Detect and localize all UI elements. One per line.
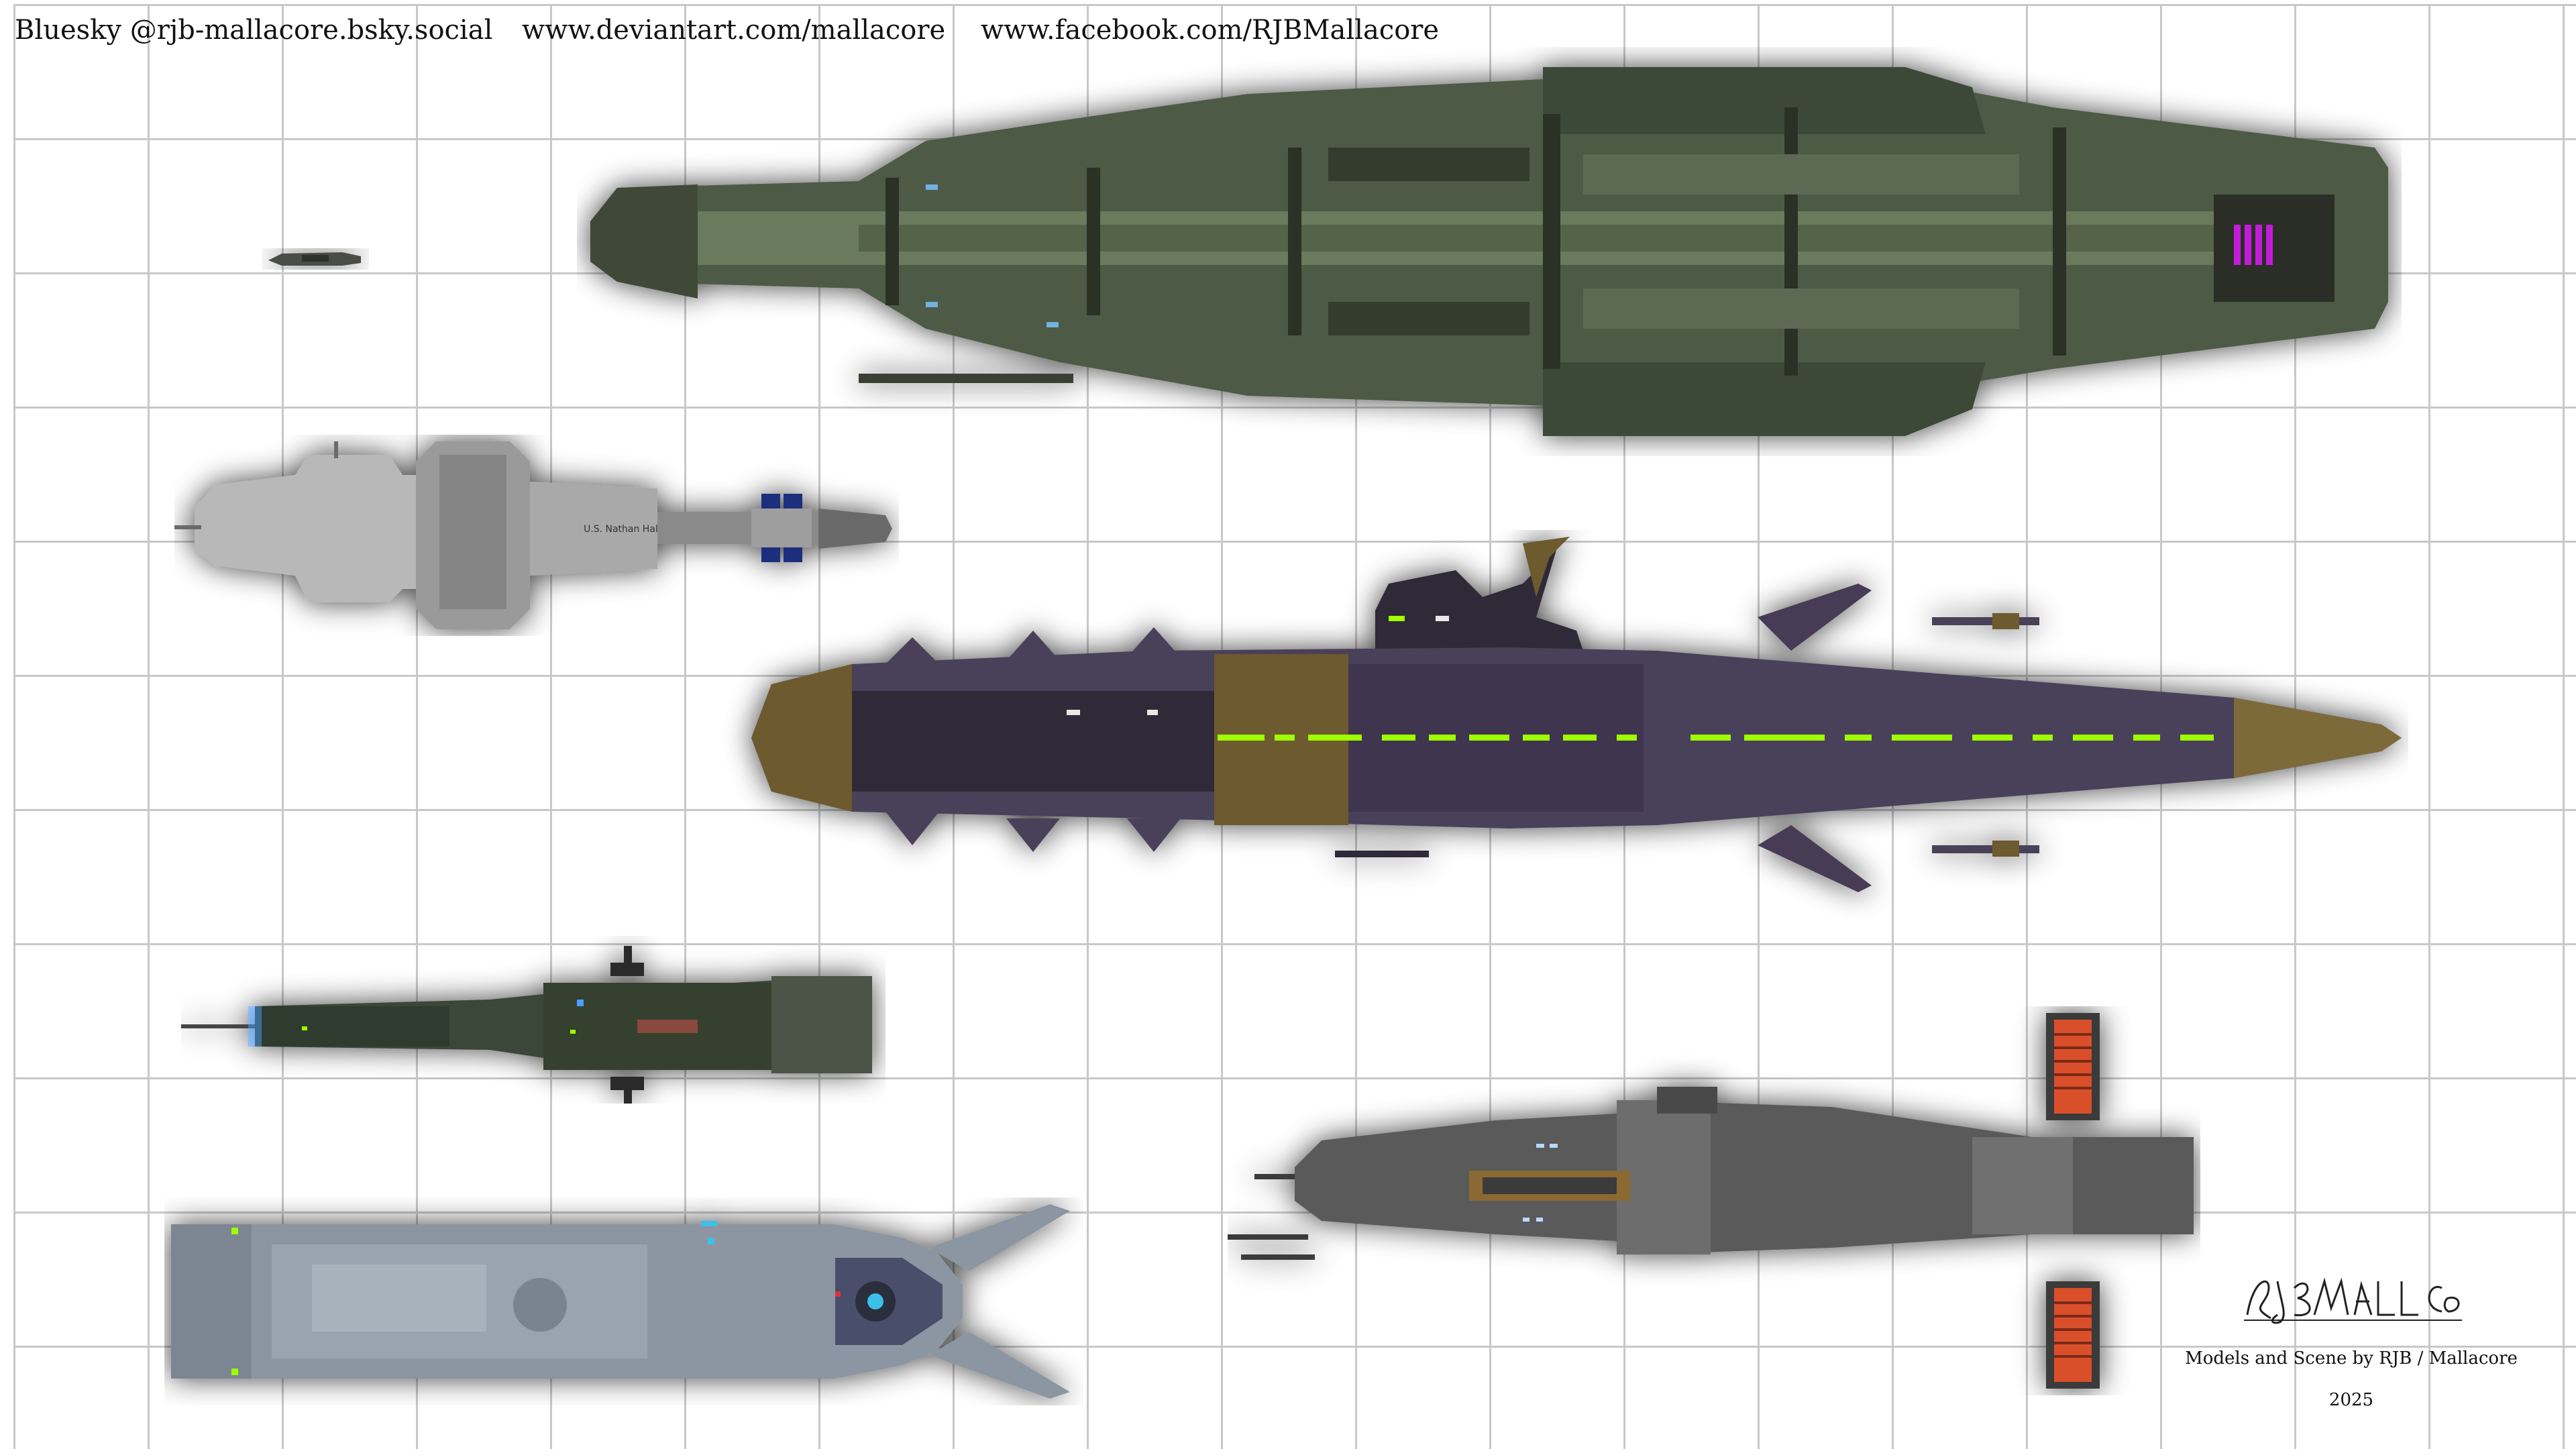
hull-registry-text: U.S. Nathan Hal xyxy=(584,524,658,535)
bluesky-link[interactable]: Bluesky @rjb-mallacore.bsky.social xyxy=(15,15,493,46)
facebook-link[interactable]: www.facebook.com/RJBMallacore xyxy=(981,15,1440,46)
white-cruiser: U.S. Nathan Hal xyxy=(174,441,892,629)
purple-warship xyxy=(751,537,2402,892)
green-battleship xyxy=(590,67,2388,436)
credits-year: 2025 xyxy=(2328,1390,2374,1410)
credits-line: Models and Scene by RJB / Mallacore xyxy=(2185,1348,2518,1368)
green-frigate xyxy=(181,946,872,1104)
tiny-shuttle xyxy=(268,252,361,266)
steel-dropship xyxy=(171,1204,1070,1399)
artist-signature xyxy=(2244,1277,2462,1324)
deviantart-link[interactable]: www.deviantart.com/mallacore xyxy=(522,15,946,46)
grey-freighter xyxy=(1228,1013,2194,1389)
